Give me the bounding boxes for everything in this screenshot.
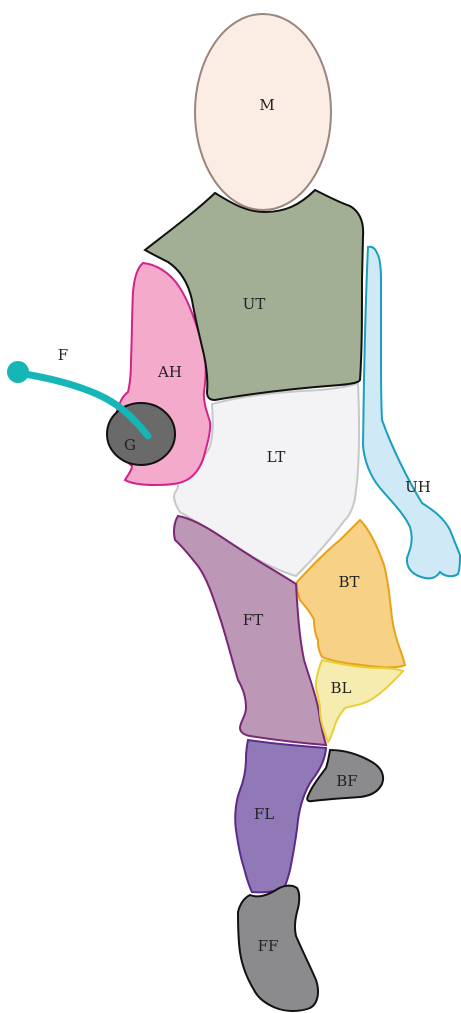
label-ut: UT — [243, 295, 266, 313]
label-bt: BT — [338, 573, 359, 591]
label-lt: LT — [267, 448, 286, 466]
segment-bl — [316, 660, 403, 742]
label-uh: UH — [405, 478, 431, 496]
label-ah: AH — [157, 363, 182, 381]
segment-g — [107, 403, 175, 465]
label-f: F — [58, 346, 68, 364]
label-fl: FL — [254, 805, 274, 823]
label-ff: FF — [258, 937, 279, 955]
label-bf: BF — [336, 772, 357, 790]
label-bl: BL — [331, 679, 352, 697]
segment-uh — [363, 247, 460, 579]
segment-fl — [235, 740, 326, 892]
label-ft: FT — [243, 611, 263, 629]
label-m: M — [259, 96, 274, 114]
segment-f-knob — [8, 362, 28, 382]
label-g: G — [124, 436, 136, 454]
